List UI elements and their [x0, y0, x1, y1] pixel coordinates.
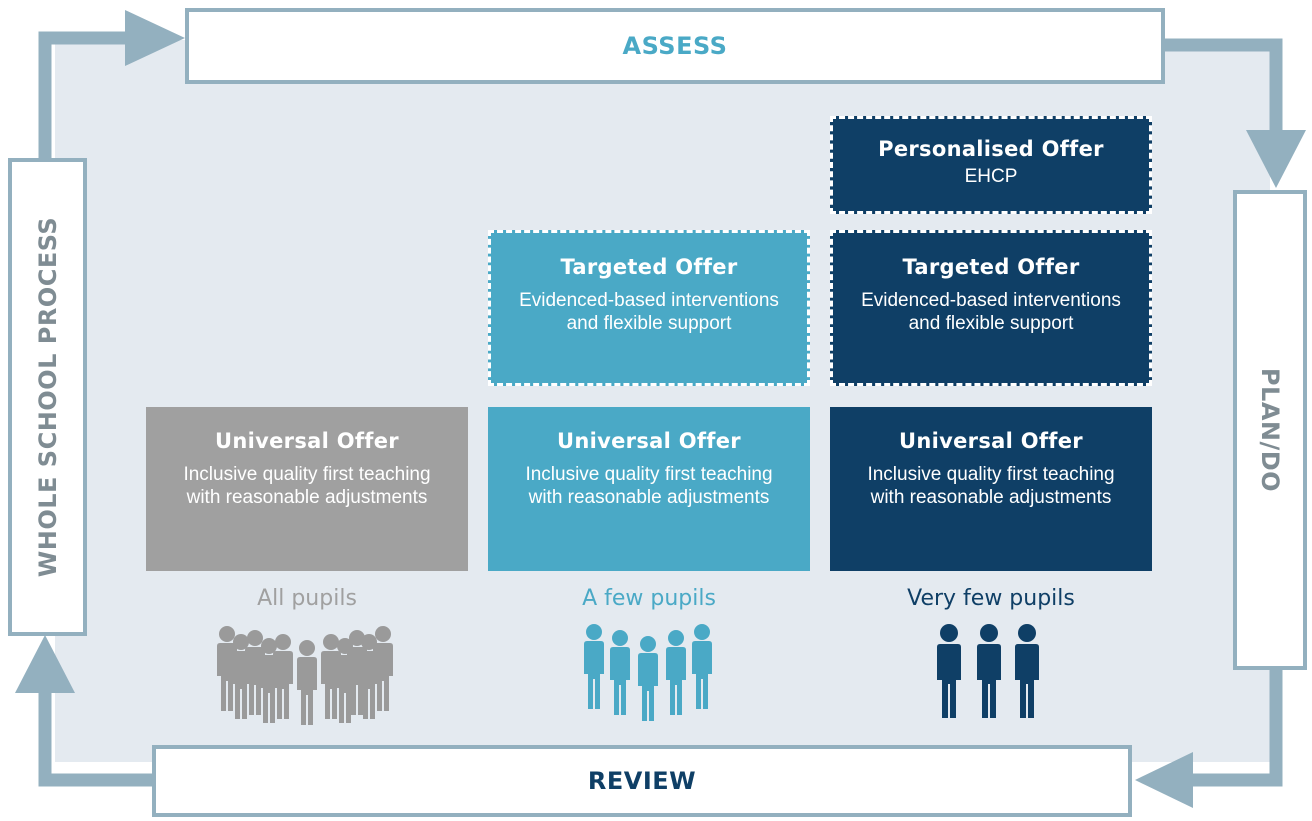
universal-offer-box-very-few: Universal Offer Inclusive quality first …	[830, 407, 1152, 571]
whole-school-label: WHOLE SCHOOL PROCESS	[33, 216, 62, 578]
targeted-offer-box-very-few: Targeted Offer Evidenced-based intervent…	[830, 230, 1152, 386]
arrowhead-down-right	[1246, 130, 1306, 188]
targeted-offer-box-few: Targeted Offer Evidenced-based intervent…	[488, 230, 810, 386]
review-frame: REVIEW	[152, 745, 1132, 817]
assess-frame: ASSESS	[185, 8, 1165, 84]
personalised-offer-desc: EHCP	[964, 166, 1018, 187]
arrow-whole-to-assess	[38, 31, 132, 165]
people-group-icon-few	[584, 624, 712, 721]
plan-do-label: PLAN/DO	[1256, 367, 1284, 493]
personalised-offer-box: Personalised Offer EHCP	[830, 116, 1152, 214]
targeted-offer-title: Targeted Offer	[560, 255, 738, 279]
universal-offer-desc: Inclusive quality first teaching with re…	[867, 464, 1115, 508]
universal-offer-box-all: Universal Offer Inclusive quality first …	[146, 407, 468, 571]
arrowhead-right-top	[125, 10, 185, 66]
label-all-pupils: All pupils	[257, 586, 357, 611]
arrow-plan-to-review	[1185, 665, 1283, 787]
people-group-icon-all	[217, 626, 393, 725]
whole-school-frame: WHOLE SCHOOL PROCESS	[8, 158, 87, 636]
universal-offer-title: Universal Offer	[215, 429, 399, 453]
label-a-few-pupils: A few pupils	[582, 586, 716, 611]
people-group-icon-very-few	[937, 624, 1039, 718]
personalised-offer-title: Personalised Offer	[878, 137, 1104, 161]
universal-offer-title: Universal Offer	[557, 429, 741, 453]
arrow-review-to-whole	[38, 690, 155, 787]
label-very-few-pupils: Very few pupils	[907, 586, 1075, 611]
arrowhead-left-bottom	[1135, 752, 1193, 808]
arrowhead-up-left	[15, 635, 75, 693]
review-label: REVIEW	[587, 767, 697, 795]
plan-do-frame: PLAN/DO	[1233, 190, 1307, 670]
universal-offer-box-few: Universal Offer Inclusive quality first …	[488, 407, 810, 571]
universal-offer-desc: Inclusive quality first teaching with re…	[183, 464, 431, 508]
targeted-offer-desc: Evidenced-based interventions and flexib…	[861, 290, 1121, 334]
targeted-offer-title: Targeted Offer	[902, 255, 1080, 279]
targeted-offer-desc: Evidenced-based interventions and flexib…	[519, 290, 779, 334]
assess-label: ASSESS	[622, 32, 728, 60]
universal-offer-desc: Inclusive quality first teaching with re…	[525, 464, 773, 508]
universal-offer-title: Universal Offer	[899, 429, 1083, 453]
arrow-assess-to-plan	[1160, 38, 1283, 135]
